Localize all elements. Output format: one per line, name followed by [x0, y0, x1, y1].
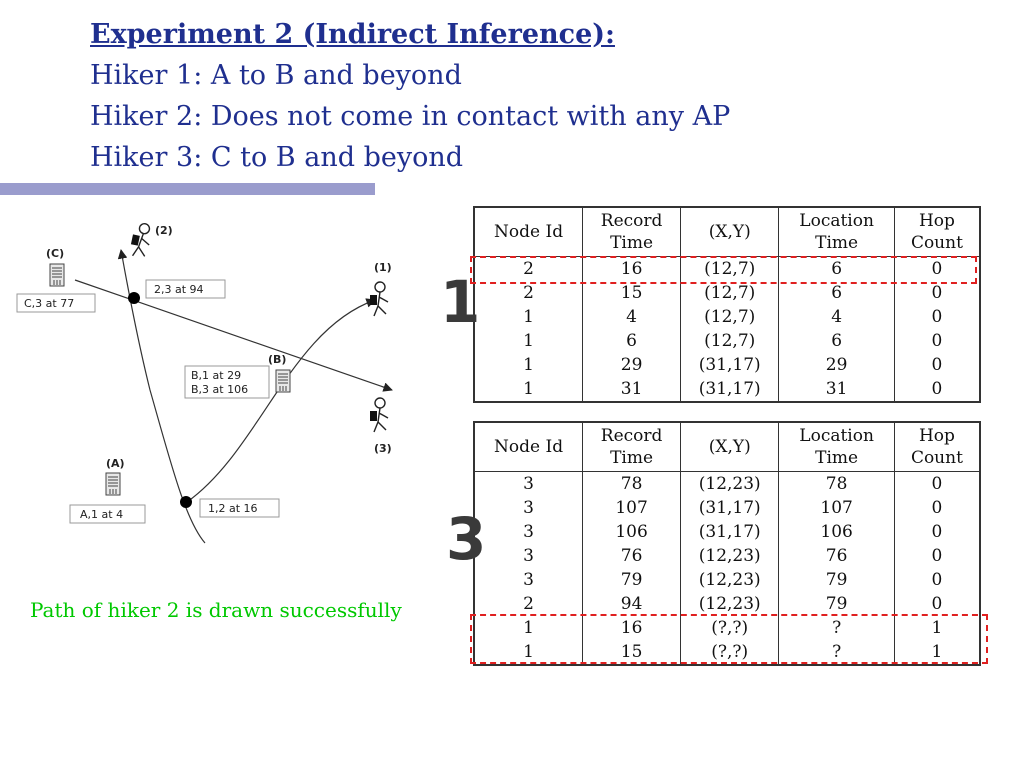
hiker-2-label: (2): [155, 224, 173, 237]
server-icon: [49, 263, 65, 287]
box-c3-77: [16, 293, 96, 313]
server-icon: [275, 369, 291, 393]
contact-point-1-2: [180, 496, 192, 508]
hiker-icon: [127, 221, 155, 260]
header-node-id: Node Id: [473, 207, 584, 257]
box-c3-77-label: C,3 at 77: [24, 297, 74, 310]
header-node-id: Node Id: [473, 422, 584, 472]
table-3-badge: 3: [446, 505, 487, 573]
hiker-path-diagram: (C) C,3 at 77 (2) 2,3 at 94 (1) (B) B,1 …: [16, 221, 393, 544]
slide-title: Experiment 2 (Indirect Inference): Hiker…: [90, 14, 730, 178]
highlight-rows-table-3: [470, 614, 988, 664]
ap-a-label: (A): [106, 457, 125, 470]
path-hiker-1: [186, 298, 376, 503]
box-a1-4-label: A,1 at 4: [80, 508, 123, 521]
hiker-icon: [369, 281, 389, 317]
title-heading: Experiment 2 (Indirect Inference):: [90, 19, 615, 50]
box-b3-106-label: B,3 at 106: [191, 383, 248, 396]
box-a1-4: [69, 504, 146, 524]
server-icon: [105, 472, 121, 496]
result-caption: Path of hiker 2 is drawn successfully: [30, 598, 402, 622]
ap-c-label: (C): [46, 247, 64, 260]
path-hiker-3: [74, 279, 393, 392]
hiker-icon: [369, 397, 389, 433]
ap-b-label: (B): [268, 353, 286, 366]
hiker-3-label: (3): [374, 442, 392, 455]
header-xy: (X,Y): [680, 207, 780, 257]
box-b1-29-label: B,1 at 29: [191, 369, 241, 382]
box-b-entries: [184, 365, 270, 399]
title-line-hiker-1: Hiker 1: A to B and beyond: [90, 60, 462, 91]
title-line-hiker-2: Hiker 2: Does not come in contact with a…: [90, 101, 731, 132]
highlight-row-table-1: [470, 256, 977, 284]
box-2-3-94: [145, 279, 226, 299]
box-1-2-16: [199, 498, 280, 518]
box-2-3-94-label: 2,3 at 94: [154, 283, 204, 296]
hiker-1-label: (1): [374, 261, 392, 274]
header-xy: (X,Y): [680, 422, 780, 472]
table-1-badge: 1: [440, 268, 481, 336]
contact-point-2-3: [128, 292, 140, 304]
title-line-hiker-3: Hiker 3: C to B and beyond: [90, 142, 464, 173]
box-1-2-16-label: 1,2 at 16: [208, 502, 258, 515]
title-underline-bar: [0, 183, 375, 195]
